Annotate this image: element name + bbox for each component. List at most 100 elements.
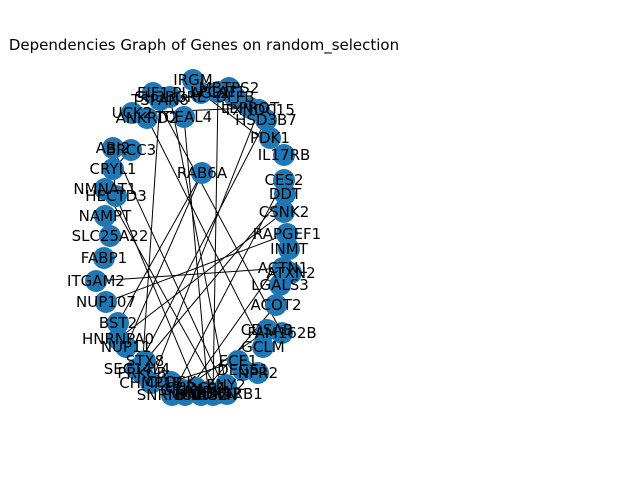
- node-label-ece1: ECE1: [219, 352, 258, 370]
- node-label-nmnat1: NMNAT1: [73, 180, 136, 198]
- node-label-plagl2: PLAGL2: [172, 84, 229, 102]
- node-label-cdsab: CDSAB: [241, 321, 293, 339]
- node-label-ces2: CES2: [264, 171, 303, 189]
- node-label-pdk1: PDK1: [250, 129, 290, 147]
- node-acot2: [265, 294, 287, 316]
- node-label-leprot: LEPROT: [221, 99, 280, 117]
- node-cdsab: [256, 319, 278, 341]
- node-label-sh3bgrl: SH3BGRL: [135, 88, 206, 106]
- node-label-ankrd2: ANKRD2: [116, 109, 179, 127]
- node-label-dhrs2: DHRS2: [175, 386, 227, 404]
- node-label-nup11: NUP11: [101, 338, 151, 356]
- node-label-brcc3: BRCC3: [106, 141, 156, 159]
- edge-abi2-cdk5rb1: [112, 147, 228, 395]
- edge-eny2-sh3bgrl: [169, 96, 227, 386]
- node-label-il17rb: IL17RB: [258, 146, 311, 164]
- node-label-chmp1b: CHMP1B: [119, 374, 183, 392]
- node-label-ddt: DDT: [269, 185, 302, 203]
- node-label-degs1: DEGS1: [217, 361, 269, 379]
- node-plagl2: [190, 82, 212, 104]
- node-label-prkcb: PRKCB: [117, 364, 166, 382]
- node-grik1: [172, 379, 194, 401]
- node-label-dffb: DFFB: [215, 88, 254, 106]
- node-label-uck2: UCK2: [112, 104, 153, 122]
- node-lpcat1: [207, 81, 229, 103]
- node-layer: [85, 69, 302, 406]
- node-ddt: [274, 183, 296, 205]
- node-label-irgm: IRGM: [173, 71, 212, 89]
- node-label-hsd3b7: HSD3B7: [235, 111, 297, 129]
- node-label-abi2: ABI2: [96, 139, 131, 157]
- node-rab6a: [191, 162, 213, 184]
- edge-lpcat1-tagln: [212, 91, 219, 396]
- node-label-tspan8: TSPAN8: [130, 91, 189, 109]
- node-label-lpcat1: LPCAT1: [190, 83, 246, 101]
- node-label-tagln: TAGLN: [187, 386, 237, 404]
- edge-nup107-rapgef1: [105, 233, 288, 303]
- node-label-ccdc91: CCDC91: [165, 379, 227, 397]
- node-label-cryl1: CRYL1: [90, 160, 137, 178]
- node-abi2: [102, 137, 124, 159]
- node-label-nampt: NAMPT: [79, 207, 132, 225]
- node-label-sec14l4: SEC14L4: [104, 360, 170, 378]
- node-pdk1: [259, 127, 281, 149]
- node-atxn2: [280, 262, 302, 284]
- edge-fam162b-eif1: [152, 92, 283, 334]
- node-label-snrnp40: SNRNP40: [137, 386, 208, 404]
- node-label-pdia2: PDIA2: [197, 384, 242, 402]
- edge-itgam2-actn1: [95, 267, 284, 282]
- edge-mcc-inmt: [184, 248, 290, 396]
- node-label-ptpn1: PTPN1: [184, 383, 232, 401]
- node-label-itgam2: ITGAM2: [67, 272, 125, 290]
- edge-txndc15-chmp1b: [150, 109, 260, 384]
- node-txndc15: [248, 99, 270, 121]
- edge-rab6a-nup11: [125, 172, 203, 348]
- edge-hectd3-ccdc91: [115, 195, 197, 389]
- edge-nmnat1-pdia2: [104, 188, 220, 394]
- node-label-cdk5rb1: CDK5RB1: [191, 385, 263, 403]
- node-bst2: [107, 312, 129, 334]
- node-nampt: [94, 205, 116, 227]
- node-itgam2: [85, 270, 107, 292]
- node-fabp1: [93, 247, 115, 269]
- node-prkcb: [131, 362, 153, 384]
- node-brcc3: [120, 139, 142, 161]
- figure-title: Dependencies Graph of Genes on random_se…: [9, 36, 399, 55]
- node-cdk5rb1: [216, 383, 238, 405]
- node-cryl1: [102, 158, 124, 180]
- node-hectd3: [105, 185, 127, 207]
- edge-snrnp40-ces2: [171, 179, 285, 396]
- node-label-grik1: GRIK1: [160, 381, 206, 399]
- node-label-stx8: STX8: [126, 352, 165, 370]
- node-label-eny2: ENY2: [206, 376, 245, 394]
- node-label-tceal4: TCEAL4: [155, 108, 212, 126]
- node-label-mbtps2: MBTPS2: [199, 79, 260, 97]
- node-tceal4: [173, 106, 195, 128]
- node-label-gclm: GCLM: [241, 338, 284, 356]
- node-label-txndc15: TXNDC15: [222, 101, 295, 119]
- edge-layer: [95, 79, 292, 396]
- node-label-slc25a22: SLC25A22: [72, 227, 149, 245]
- edge-hsd3b7-sec14l4: [136, 119, 267, 370]
- node-label-bst2: BST2: [99, 314, 137, 332]
- node-label-hectd3: HECTD3: [85, 187, 147, 205]
- node-slc25a22: [99, 225, 121, 247]
- node-label-actn1: ACTN1: [258, 259, 308, 277]
- node-label-fabp1: FABP1: [81, 249, 127, 267]
- node-label-clock: CLOCK: [146, 373, 198, 391]
- node-gclm: [252, 336, 274, 358]
- node-label-rapgef1: RAPGEF1: [253, 225, 321, 243]
- node-label-mcc: MCC: [168, 386, 202, 404]
- node-rapgef1: [276, 223, 298, 245]
- node-dffb: [224, 86, 246, 108]
- node-label-acot2: ACOT2: [251, 296, 302, 314]
- node-label-nup107: NUP107: [76, 293, 136, 311]
- node-nup107: [95, 291, 117, 313]
- node-label-eif1: EIF1: [137, 84, 169, 102]
- node-ptpn1: [197, 381, 219, 403]
- node-label-inmt: INMT: [270, 240, 309, 258]
- node-label-lgals3: LGALS3: [251, 276, 309, 294]
- node-label-fam162b: FAM162B: [247, 324, 316, 342]
- node-il17rb: [273, 144, 295, 166]
